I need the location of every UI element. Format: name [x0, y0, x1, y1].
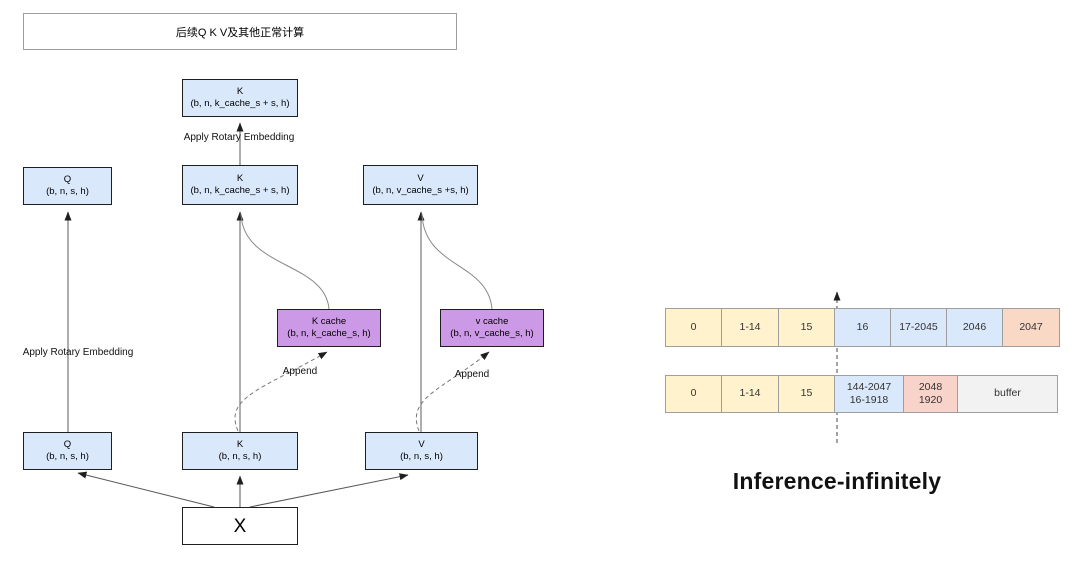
flow-box-k-cache: K cache(b, n, k_cache_s, h) — [277, 309, 381, 347]
box-title: K cache — [311, 316, 347, 328]
flow-box-k-proj: K(b, n, s, h) — [182, 432, 298, 470]
edge-x-to-qproj — [77, 471, 215, 508]
flow-box-v-proj: V(b, n, s, h) — [365, 432, 478, 470]
flow-box-v-concat: V(b, n, v_cache_s +s, h) — [363, 165, 478, 205]
box-title: Q — [63, 174, 72, 186]
label-apply-rotary-embedding-k: Apply Rotary Embedding — [183, 132, 295, 143]
box-shape: (b, n, k_cache_s, h) — [287, 328, 371, 339]
memory-cell-first-fill: 16 — [834, 308, 891, 347]
memory-cell-first-fill: 2046 — [946, 308, 1003, 347]
box-shape: (b, n, k_cache_s + s, h) — [190, 98, 290, 109]
label-append-v: Append — [454, 369, 490, 380]
flow-box-k-concat: K(b, n, k_cache_s + s, h) — [182, 165, 298, 205]
box-title: K — [236, 173, 244, 185]
memory-cell-first-fill: 17-2045 — [890, 308, 947, 347]
box-title: V — [418, 439, 425, 451]
flow-box-q-proj: Q(b, n, s, h) — [23, 432, 112, 470]
memory-cell-rolling: 15 — [778, 375, 835, 413]
edge-append-kcache — [234, 351, 328, 432]
flow-box-v-cache: v cache(b, n, v_cache_s, h) — [440, 309, 544, 347]
box-title: K — [236, 439, 244, 451]
box-title: v cache — [475, 316, 509, 328]
edge-vcache-to-v — [421, 213, 493, 310]
memory-cell-rolling: 1-14 — [721, 375, 779, 413]
box-title: Q — [63, 439, 72, 451]
box-title: K — [236, 86, 244, 98]
box-shape: (b, n, k_cache_s + s, h) — [190, 185, 290, 196]
flow-box-q-rotated: Q(b, n, s, h) — [23, 167, 112, 205]
box-shape: (b, n, s, h) — [46, 451, 89, 462]
edge-append-vcache — [415, 351, 490, 432]
memory-cell-first-fill: 15 — [778, 308, 835, 347]
memory-cell-rolling: 0 — [665, 375, 722, 413]
memory-cell-first-fill: 1-14 — [721, 308, 779, 347]
memory-cell-first-fill: 0 — [665, 308, 722, 347]
box-title: V — [417, 173, 424, 185]
edge-x-to-vproj — [249, 473, 409, 508]
memory-cell-rolling: 144-2047 16-1918 — [834, 375, 904, 413]
box-shape: (b, n, s, h) — [218, 451, 262, 462]
box-shape: (b, n, v_cache_s +s, h) — [372, 185, 469, 196]
flow-box-k-after-rotary: K(b, n, k_cache_s + s, h) — [182, 79, 298, 117]
memory-cell-rolling: buffer — [957, 375, 1058, 413]
banner-box: 后续Q K V及其他正常计算 — [23, 13, 457, 50]
inference-caption: Inference-infinitely — [732, 468, 942, 494]
label-append-k: Append — [282, 366, 318, 377]
memory-cell-rolling: 2048 1920 — [903, 375, 958, 413]
box-title: X — [233, 515, 247, 537]
banner-label: 后续Q K V及其他正常计算 — [175, 26, 305, 39]
memory-cell-first-fill: 2047 — [1002, 308, 1060, 347]
box-shape: (b, n, s, h) — [400, 451, 443, 462]
box-shape: (b, n, s, h) — [46, 186, 89, 197]
edge-kcache-to-k — [240, 213, 330, 310]
flow-box-x-input: X — [182, 507, 298, 545]
box-shape: (b, n, v_cache_s, h) — [450, 328, 534, 339]
label-apply-rotary-embedding-q: Apply Rotary Embedding — [22, 347, 134, 358]
